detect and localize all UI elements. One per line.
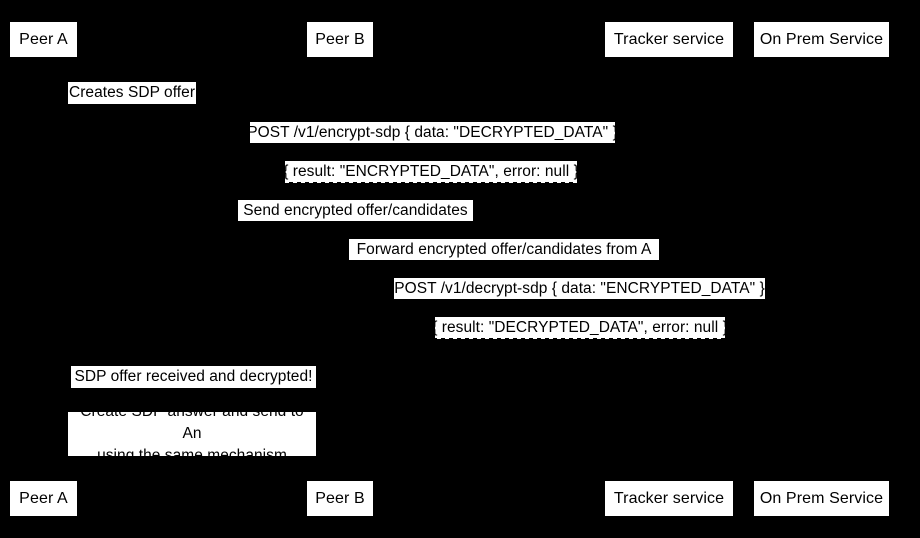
participant-on-prem-service-top[interactable]: On Prem Service bbox=[754, 22, 889, 57]
participant-peer-b-bottom[interactable]: Peer B bbox=[307, 481, 373, 516]
message-text: Forward encrypted offer/candidates from … bbox=[356, 241, 652, 258]
participant-peer-b-top[interactable]: Peer B bbox=[307, 22, 373, 57]
participant-label: On Prem Service bbox=[759, 489, 884, 507]
message-label-sdp-offer-received: SDP offer received and decrypted! bbox=[71, 366, 316, 388]
message-text: POST /v1/encrypt-sdp { data: "DECRYPTED_… bbox=[247, 124, 618, 141]
message-text: { result: "ENCRYPTED_DATA", error: null … bbox=[283, 163, 579, 180]
message-label-create-sdp-answer: Create SDP answer and send to An using t… bbox=[68, 403, 316, 464]
lifeline-peer-a bbox=[43, 57, 44, 481]
message-label-send-encrypted-offer: Send encrypted offer/candidates bbox=[238, 200, 473, 222]
message-label-post-encrypt-sdp: POST /v1/encrypt-sdp { data: "DECRYPTED_… bbox=[247, 122, 618, 144]
message-text: SDP offer received and decrypted! bbox=[74, 368, 313, 385]
participant-tracker-service-bottom[interactable]: Tracker service bbox=[605, 481, 733, 516]
message-text-line-1: Create SDP answer and send to An bbox=[80, 403, 304, 442]
participant-peer-a-bottom[interactable]: Peer A bbox=[10, 481, 77, 516]
participant-label: On Prem Service bbox=[759, 30, 884, 48]
participant-on-prem-service-bottom[interactable]: On Prem Service bbox=[754, 481, 889, 516]
message-text: Creates SDP offer bbox=[68, 84, 196, 101]
lifeline-on-prem-service bbox=[821, 57, 822, 481]
participant-label: Peer A bbox=[19, 30, 68, 48]
message-text: POST /v1/decrypt-sdp { data: "ENCRYPTED_… bbox=[394, 280, 765, 297]
participant-label: Peer A bbox=[19, 489, 68, 507]
participant-peer-a-top[interactable]: Peer A bbox=[10, 22, 77, 57]
message-label-forward-encrypted-offer: Forward encrypted offer/candidates from … bbox=[349, 239, 659, 261]
message-text-line-2: using the same mechanism bbox=[97, 447, 287, 464]
message-label-encrypt-result: { result: "ENCRYPTED_DATA", error: null … bbox=[283, 161, 579, 183]
lifeline-tracker-service bbox=[669, 57, 670, 481]
lifeline-peer-b bbox=[340, 57, 341, 481]
participant-label: Tracker service bbox=[613, 30, 725, 48]
message-label-creates-sdp-offer: Creates SDP offer bbox=[68, 82, 196, 104]
message-label-post-decrypt-sdp: POST /v1/decrypt-sdp { data: "ENCRYPTED_… bbox=[394, 278, 765, 300]
participant-label: Peer B bbox=[315, 489, 365, 507]
message-label-decrypt-result: { result: "DECRYPTED_DATA", error: null … bbox=[432, 317, 728, 339]
message-text: { result: "DECRYPTED_DATA", error: null … bbox=[432, 319, 728, 336]
participant-label: Peer B bbox=[315, 30, 365, 48]
participant-tracker-service-top[interactable]: Tracker service bbox=[605, 22, 733, 57]
message-text: Send encrypted offer/candidates bbox=[243, 202, 468, 219]
participant-label: Tracker service bbox=[613, 489, 725, 507]
